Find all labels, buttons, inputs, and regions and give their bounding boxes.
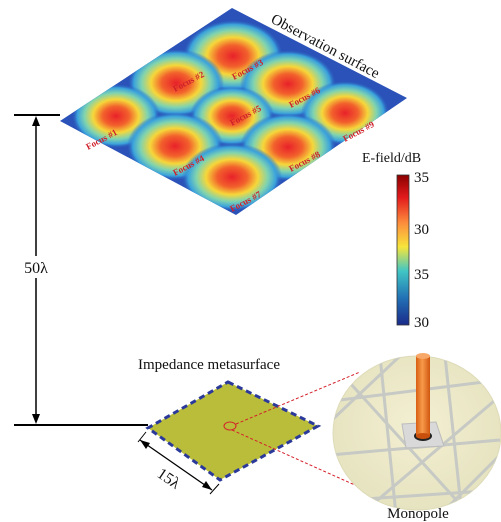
colorbar-tick-1: 35 bbox=[414, 170, 429, 186]
feed-marker bbox=[223, 421, 237, 431]
metasurface-plate bbox=[145, 380, 322, 482]
size-label: 15λ bbox=[154, 465, 183, 493]
field-hotspots bbox=[72, 20, 389, 211]
metasurface-label: Impedance metasurface bbox=[138, 357, 280, 373]
monopole-rod bbox=[416, 356, 430, 436]
colorbar: E-field/dB 35 30 35 30 bbox=[362, 151, 429, 331]
colorbar-tick-4: 30 bbox=[414, 315, 429, 331]
height-label: 50λ bbox=[24, 260, 48, 277]
colorbar-tick-2: 30 bbox=[414, 222, 429, 238]
monopole-inset: Monopole bbox=[332, 353, 501, 522]
observation-surface: Focus #1 Focus #2 Focus #3 Focus #4 Focu… bbox=[60, 8, 407, 215]
colorbar-tick-3: 35 bbox=[414, 267, 429, 283]
height-dimension: 50λ bbox=[14, 114, 148, 426]
impedance-metasurface: Impedance metasurface 15λ bbox=[137, 357, 367, 495]
colorbar-title: E-field/dB bbox=[362, 151, 421, 166]
colorbar-scale bbox=[396, 174, 410, 326]
monopole-label: Monopole bbox=[387, 506, 449, 522]
